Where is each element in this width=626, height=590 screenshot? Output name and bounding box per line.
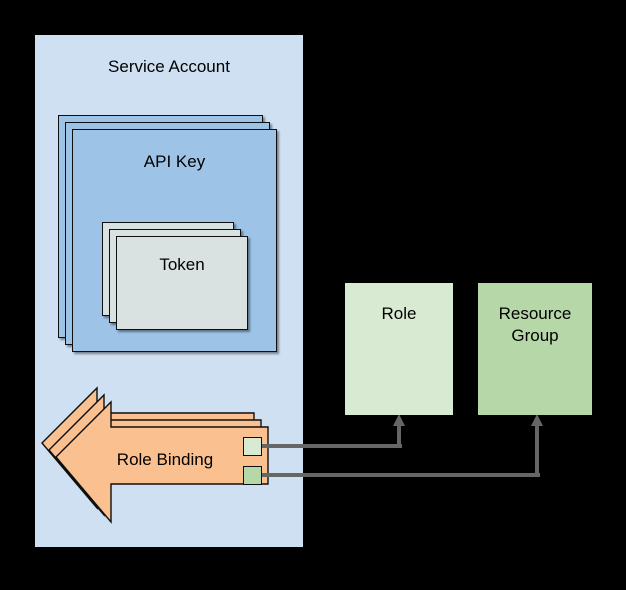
- edge-role-vertical: [397, 422, 401, 448]
- role-binding-label: Role Binding: [116, 450, 214, 469]
- token-card[interactable]: Token: [116, 236, 248, 330]
- api-key-label: API Key: [143, 152, 206, 171]
- edge-resource-group-horizontal: [262, 473, 540, 477]
- role-label: Role: [381, 304, 417, 323]
- resource-group-box[interactable]: Resource Group: [478, 283, 592, 415]
- resource-group-connector-square[interactable]: [243, 466, 262, 485]
- role-box[interactable]: Role: [345, 283, 453, 415]
- role-connector-square[interactable]: [243, 437, 262, 456]
- edge-resource-group-vertical: [535, 422, 539, 477]
- token-label: Token: [159, 255, 205, 274]
- service-account-label: Service Account: [108, 57, 230, 76]
- resource-group-label: Resource Group: [498, 304, 572, 345]
- arrow-head-role-icon: [392, 414, 405, 426]
- edge-role-horizontal: [262, 444, 402, 448]
- role-binding-shape[interactable]: [55, 377, 276, 527]
- arrow-head-resource-group-icon: [530, 414, 543, 426]
